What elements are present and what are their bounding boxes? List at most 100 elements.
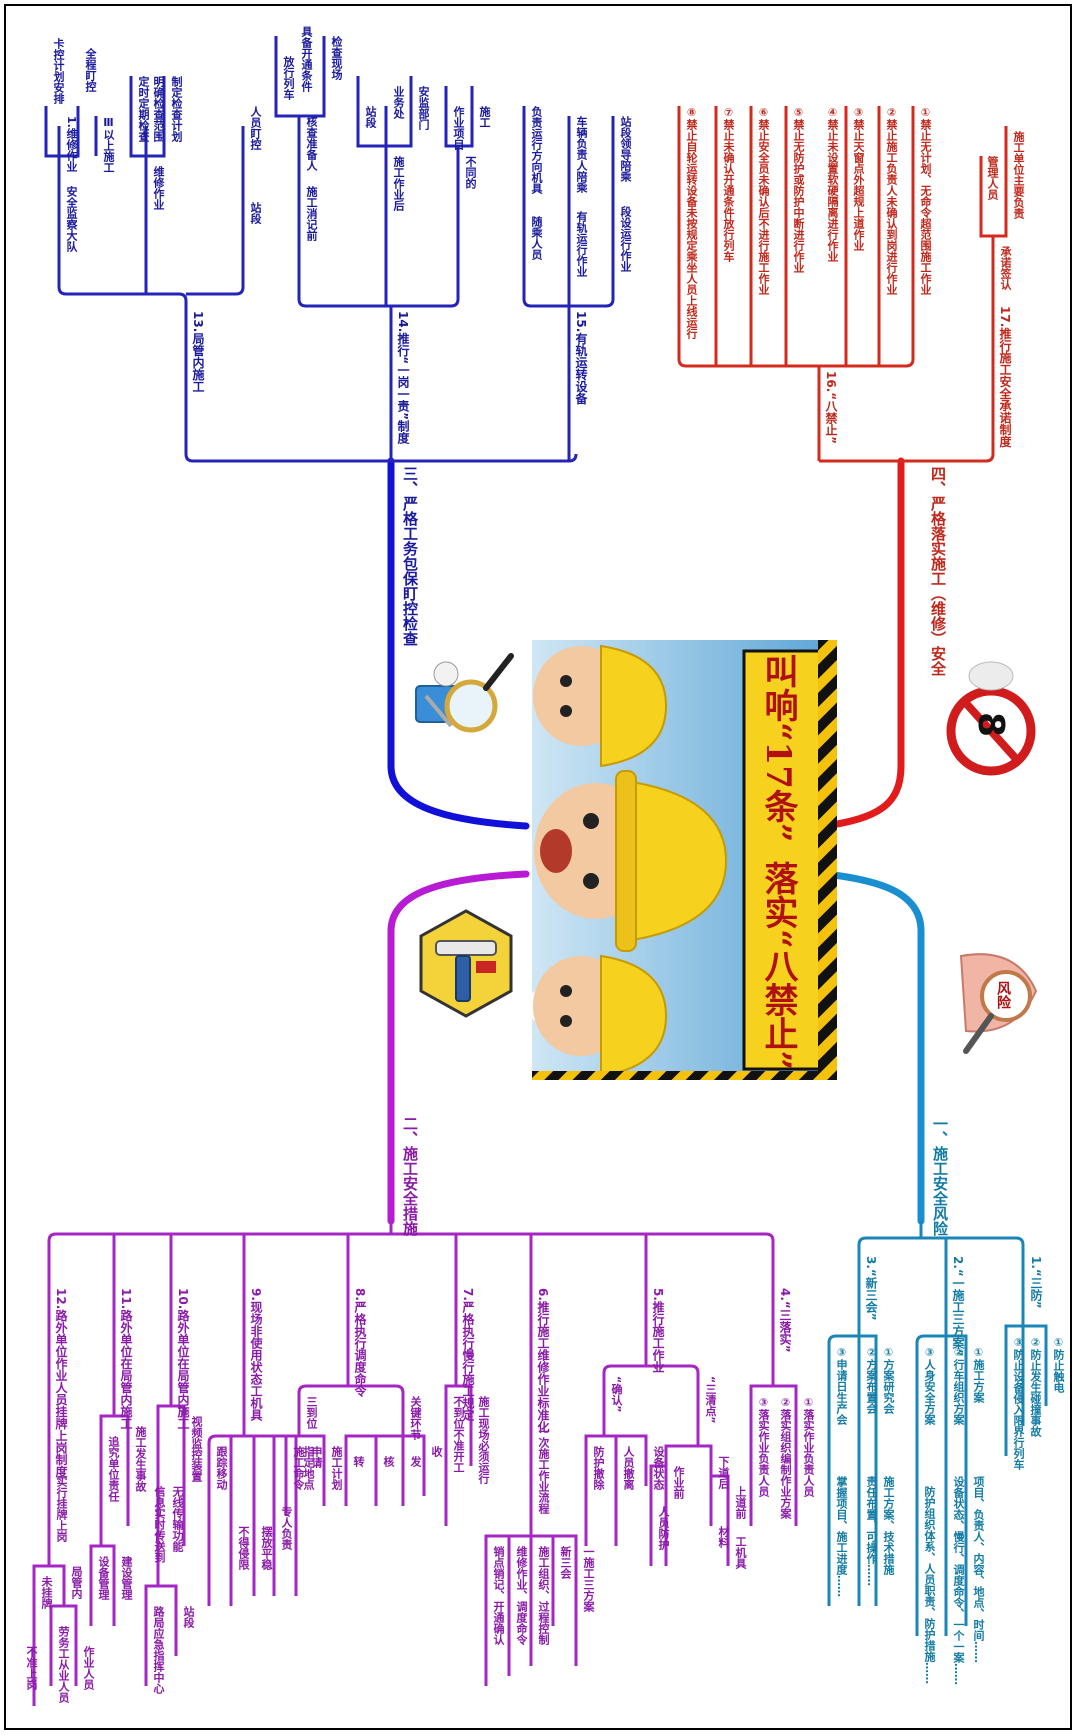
node-10: 10.路外单位在局管内施工: [176, 1288, 190, 1430]
node-6a: 一次施工作业流程: [537, 1426, 550, 1514]
node-12c: 未挂牌: [40, 1576, 53, 1609]
node-14: 14.推行“一岗一责”制度: [396, 311, 410, 445]
node-6a5: 销点销记、开通确认: [492, 1546, 505, 1645]
node-10a: 视频监控装置: [190, 1416, 203, 1482]
node-2c: ③人身安全方案: [923, 1346, 936, 1425]
node-2a1: 项目、负责人、内容、地点、时间……: [972, 1476, 985, 1663]
node-10d: 站段: [182, 1606, 195, 1628]
node-13: 13.局管内施工: [191, 311, 205, 393]
node-17: 17.推行施工安全承诺制度: [998, 306, 1012, 448]
node-15a1: 负责运行方向机具: [530, 106, 543, 194]
node-5a2: 下道后: [717, 1456, 730, 1489]
branch-purple-lines: [32, 1221, 798, 1706]
node-2a: ①施工方案: [972, 1346, 985, 1403]
node-8: 8.严格执行调度命令: [353, 1288, 367, 1397]
node-8a3: 核: [382, 1456, 395, 1467]
worker-center: [534, 770, 728, 952]
node-15c1: 站段领导陪乘: [619, 116, 632, 182]
node-14b3: 站段: [364, 106, 377, 128]
node-5b: “确认”: [610, 1376, 623, 1413]
node-14b1: 安监部门: [417, 86, 430, 130]
node-9a: 指定地点: [302, 1446, 315, 1490]
node-16h: ⑧禁止自轮运转设备未按规定乘坐人员上线运行: [685, 106, 698, 339]
node-8b1: 施工计划: [330, 1446, 343, 1490]
center-title-part1: 叫响“17条”: [758, 654, 798, 843]
node-5a5: 作业前: [672, 1466, 685, 1499]
node-12b: 局管内: [70, 1566, 83, 1599]
node-16d: ④禁止未设置软硬隔离进行作业: [826, 106, 839, 262]
node-8a2: 发: [409, 1456, 422, 1467]
node-7b: 不到位不准开工: [452, 1396, 465, 1473]
node-13a2: 卡控计划安排: [52, 38, 65, 104]
mindmap-canvas: [32, 36, 1048, 1706]
node-16c: ③禁止天窗点外超规上道作业: [852, 106, 865, 251]
trunk-blue: [387, 457, 530, 830]
node-15c: 段设运行作业: [619, 206, 632, 272]
node-15: 15.有轨运转设备: [574, 311, 588, 405]
node-2c1: 防护组织体系、人员职责、防护措施……: [923, 1486, 936, 1684]
node-17a: 承诺签认: [999, 246, 1012, 290]
node-14a2: 核查准备人: [305, 116, 318, 171]
branch-2-label: 二、施工安全措施: [401, 1116, 419, 1236]
node-8a: 关键环节: [409, 1396, 422, 1440]
branch-red-lines: [677, 106, 1008, 463]
branch-4-label: 四、严格落实施工（维修）安全: [929, 466, 947, 676]
node-1c: ③防止设备侵入限界行列车: [1012, 1336, 1025, 1470]
node-2b: ②行车组织方案: [952, 1346, 965, 1425]
node-12: 12.路外单位作业人员挂牌上岗制度: [54, 1288, 68, 1478]
node-11c: 建设管理: [120, 1556, 133, 1600]
node-3a1: 施工方案、技术措施: [882, 1476, 895, 1575]
node-8b2: 施工命令: [292, 1446, 305, 1490]
node-5a3: 工机具: [734, 1536, 747, 1569]
node-16g: ⑦禁止未确认开通条件放行列车: [722, 106, 735, 262]
worker-left: [533, 644, 668, 768]
node-12b1: 作业人员: [82, 1646, 95, 1690]
node-4a: ①落实作业负责人员: [802, 1396, 815, 1497]
node-13b2: 明确检查范围: [152, 76, 165, 142]
node-15b1: 车辆负责人陪乘: [575, 116, 588, 193]
node-5a6: 人员防护: [657, 1506, 670, 1550]
branch-cyan-lines: [827, 1221, 1048, 1636]
node-5a: “三清点”: [704, 1376, 717, 1424]
risk-badge: 风险: [995, 981, 1011, 1009]
node-11b: 追究单位责任: [107, 1436, 120, 1502]
node-16e: ⑤禁止无防护或防护中断进行作业: [792, 106, 805, 273]
no-entry-number: 8: [970, 712, 1011, 738]
node-5a1: 上道前: [734, 1486, 747, 1519]
node-1b: ②防止发生碰撞事故: [1029, 1336, 1042, 1437]
node-2: 2.“一施工三方案”: [951, 1256, 965, 1357]
node-9d: 不得侵限: [237, 1526, 250, 1570]
branch-3-label: 三、严格工务包保盯控检查: [401, 466, 419, 646]
node-7a: 施工现场必须运行: [477, 1396, 490, 1484]
node-17a1: 施工单位主要负责: [1012, 131, 1025, 219]
no-entry-8-icon: [946, 661, 1036, 776]
node-17a2: 管理人员: [986, 156, 999, 200]
node-15a: 随乘人员: [530, 216, 543, 260]
node-12a: 实行挂牌上岗: [55, 1476, 68, 1542]
trunk-red: [822, 457, 905, 830]
node-14c2: 作业项目: [452, 106, 465, 150]
node-13b1: 制定检查计划: [170, 76, 183, 142]
node-9: 9.现场非使用状态工机具: [249, 1288, 263, 1421]
node-4b: ②落实组织编制作业方案: [779, 1396, 792, 1519]
node-5b3: 防护撤除: [592, 1446, 605, 1490]
mindmap-frame: 叫响“17条” 落实“八禁止” 8 风险 一、施工安全风险 二、施工安全措施 三…: [4, 4, 1072, 1730]
node-16b: ②禁止施工负责人未确认到岗进行作业: [885, 106, 898, 295]
risk-magnifier-icon: [959, 953, 1038, 1054]
node-9c: 摆放平稳: [260, 1526, 273, 1570]
node-6: 6.推行施工维修作业标准化: [536, 1288, 550, 1433]
node-13a1: 1.维修作业: [65, 116, 78, 172]
trunk-lines: [387, 457, 925, 1225]
node-11a: 施工发生事故: [134, 1426, 147, 1492]
node-6a3: 施工组织、过程控制: [537, 1546, 550, 1645]
node-14c1: 施工: [478, 106, 491, 128]
node-3b: ②方案布置会: [865, 1346, 878, 1414]
node-7: 7.严格执行慢行施工规定: [461, 1288, 475, 1421]
node-5b1: 设备状态: [652, 1446, 665, 1490]
node-16f: ⑥禁止安全员未确认后不进行施工作业: [757, 106, 770, 295]
node-10e: 路局应急指挥中心: [152, 1606, 165, 1694]
node-14b2: 业务处: [392, 86, 405, 119]
node-3c1: 掌握项目、施工进度……: [835, 1476, 848, 1597]
node-3a: ①方案研究会: [882, 1346, 895, 1414]
node-13a4: Ⅲ以上施工: [102, 116, 115, 173]
